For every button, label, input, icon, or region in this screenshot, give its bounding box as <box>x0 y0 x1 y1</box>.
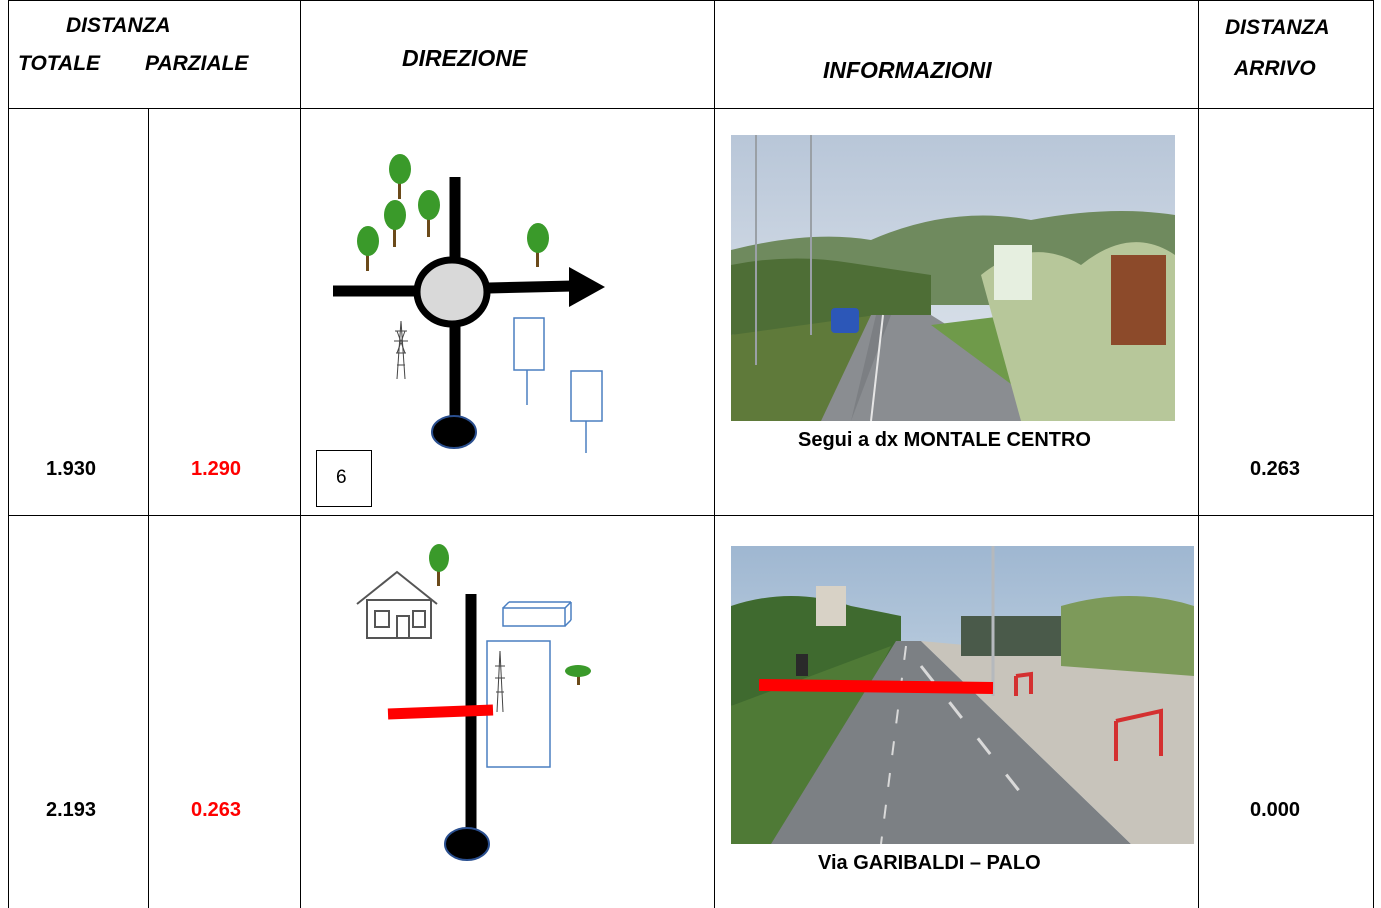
grid-col-arrivo <box>1198 0 1199 908</box>
grid-left-border <box>8 0 9 908</box>
start-point-icon <box>431 415 477 449</box>
row2-totale: 2.193 <box>46 799 97 821</box>
start-point-icon <box>444 827 490 861</box>
stop-bar <box>758 679 994 694</box>
row1-distanza-arrivo: 0.263 <box>1250 458 1301 480</box>
grid-col-informazioni <box>714 0 715 908</box>
roundabout-icon <box>413 256 491 328</box>
grid-right-border <box>1373 0 1374 908</box>
row1-street-photo <box>731 135 1175 421</box>
row2-street-photo <box>731 546 1194 844</box>
row1-totale: 1.930 <box>46 458 97 480</box>
building-icon <box>513 317 603 453</box>
header-distanza-arrivo-2: ARRIVO <box>1234 57 1316 80</box>
row2-distanza-arrivo: 0.000 <box>1250 799 1301 821</box>
row2-info-caption: Via GARIBALDI – PALO <box>818 852 1041 874</box>
grid-top-border <box>8 0 1374 1</box>
building-icon <box>486 601 572 768</box>
row1-info-caption: Segui a dx MONTALE CENTRO <box>798 429 1091 451</box>
arrow-right-icon <box>569 267 605 307</box>
step-number: 6 <box>336 467 347 488</box>
tree-icon <box>357 154 549 271</box>
row2-direction-diagram <box>301 516 713 906</box>
tree-icon <box>429 544 591 685</box>
header-totale: TOTALE <box>18 52 101 75</box>
grid-header-bottom <box>8 108 1374 109</box>
road-east <box>488 280 574 294</box>
row1-direction-diagram <box>301 109 713 514</box>
house-icon <box>356 570 438 639</box>
grid-col-direzione <box>300 0 301 908</box>
row1-parziale: 1.290 <box>191 458 242 480</box>
row2-parziale: 0.263 <box>191 799 242 821</box>
stop-bar <box>387 704 494 720</box>
grid-row-divider <box>8 515 1374 516</box>
pylon-icon <box>495 650 505 713</box>
pylon-icon <box>394 320 408 380</box>
header-informazioni: INFORMAZIONI <box>823 57 992 83</box>
header-distanza-arrivo-1: DISTANZA <box>1225 16 1330 39</box>
header-direzione: DIREZIONE <box>402 45 528 71</box>
grid-col-totale-parziale <box>148 108 149 908</box>
step-number-box: 6 <box>316 450 372 507</box>
header-parziale: PARZIALE <box>145 52 249 75</box>
header-distanza: DISTANZA <box>66 14 171 37</box>
